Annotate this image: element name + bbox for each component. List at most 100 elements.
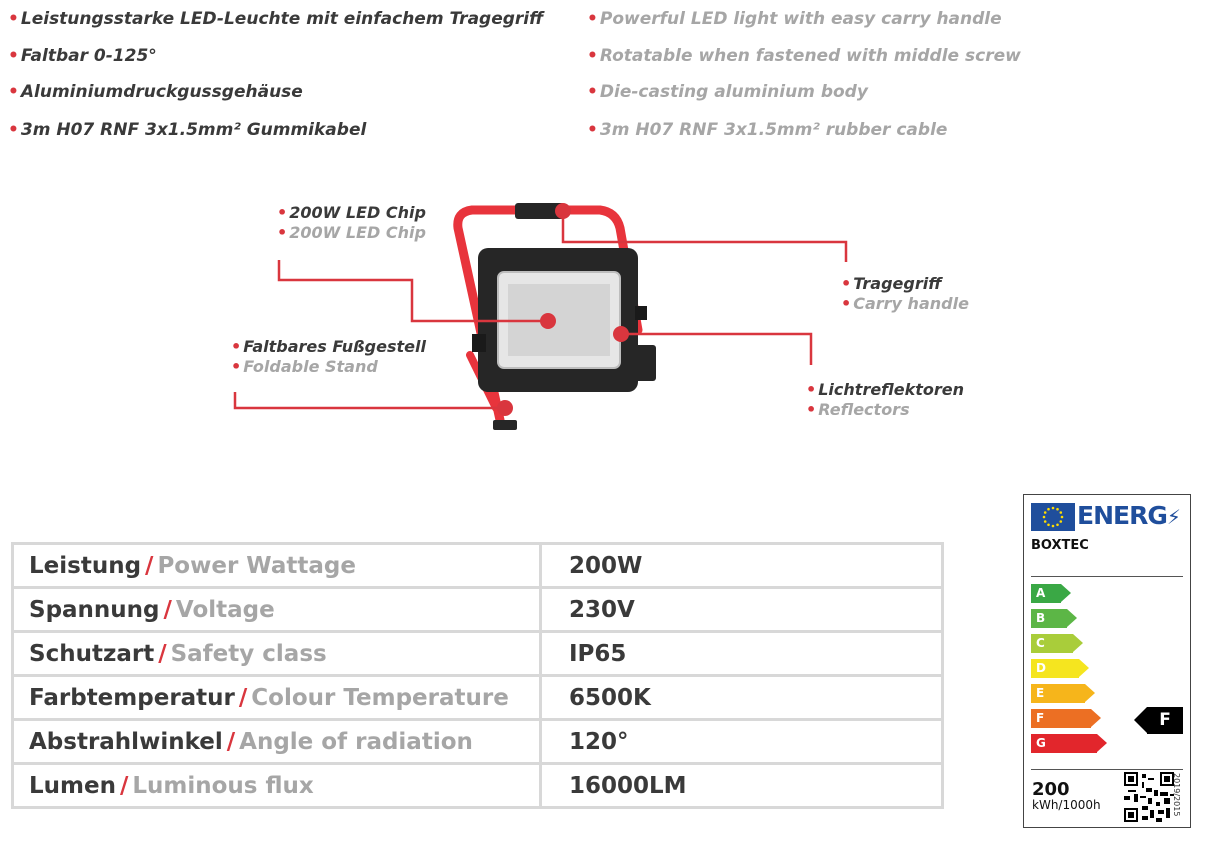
bullet-dot-icon: • — [587, 82, 598, 102]
spec-label: Abstrahlwinkel/Angle of radiation — [11, 718, 542, 765]
bullet-dot-icon: • — [806, 380, 817, 399]
feature-en-4: •3m H07 RNF 3x1.5mm² rubber cable — [587, 120, 947, 140]
callout-line-reflectors — [621, 332, 813, 365]
spec-label-en: Voltage — [175, 596, 275, 623]
spec-value: 6500K — [539, 674, 944, 721]
callout-stand: •Faltbares Fußgestell •Foldable Stand — [231, 337, 426, 377]
bullet-dot-icon: • — [841, 274, 852, 293]
feature-de-4-text: 3m H07 RNF 3x1.5mm² Gummikabel — [20, 120, 367, 140]
spec-label-en: Power Wattage — [157, 552, 356, 579]
bullet-dot-icon: • — [587, 46, 598, 66]
spec-separator: / — [226, 728, 236, 755]
callout-chip-en: 200W LED Chip — [289, 223, 426, 242]
energy-label-title: ENERG⚡ — [1077, 501, 1181, 530]
bullet-dot-icon: • — [8, 46, 19, 66]
spec-value: 200W — [539, 542, 944, 589]
callout-stand-de: Faltbares Fußgestell — [243, 337, 426, 356]
callout-handle-en: Carry handle — [853, 294, 969, 313]
spec-label-de: Farbtemperatur — [29, 684, 235, 711]
feature-en-2-text: Rotatable when fastened with middle scre… — [599, 46, 1021, 66]
callout-line-stand — [233, 392, 505, 410]
energy-class-b: B — [1031, 609, 1077, 628]
energy-regulation: 2019/2015 — [1172, 773, 1181, 817]
energy-class-e: E — [1031, 684, 1095, 703]
chip-marker — [540, 313, 556, 329]
feature-de-3-text: Aluminiumdruckgussgehäuse — [20, 82, 303, 102]
energy-rating-badge: F — [1134, 707, 1183, 734]
energy-class-c: C — [1031, 634, 1083, 653]
energy-consumption-value: 200 — [1032, 779, 1070, 800]
energy-class-a: A — [1031, 584, 1071, 603]
energy-class-d: D — [1031, 659, 1089, 678]
spec-label: Leistung/Power Wattage — [11, 542, 542, 589]
bullet-dot-icon: • — [8, 9, 19, 29]
spec-label: Farbtemperatur/Colour Temperature — [11, 674, 542, 721]
energy-label-divider-top — [1031, 576, 1183, 577]
feature-en-1-text: Powerful LED light with easy carry handl… — [599, 9, 1002, 29]
feature-en-1: •Powerful LED light with easy carry hand… — [587, 9, 1002, 29]
energy-class-g: G — [1031, 734, 1107, 753]
callout-reflectors: •Lichtreflektoren •Reflectors — [806, 380, 964, 420]
energy-label-divider-bottom — [1031, 769, 1183, 770]
stand-marker — [497, 400, 513, 416]
spec-value: 120° — [539, 718, 944, 765]
floodlight-illustration — [233, 203, 848, 430]
spec-label-de: Abstrahlwinkel — [29, 728, 223, 755]
spec-separator: / — [158, 640, 167, 667]
feature-en-3: •Die-casting aluminium body — [587, 82, 868, 102]
spec-label-en: Colour Temperature — [251, 684, 509, 711]
feature-en-4-text: 3m H07 RNF 3x1.5mm² rubber cable — [599, 120, 948, 140]
callout-reflectors-en: Reflectors — [818, 400, 910, 419]
spec-label: Lumen/Luminous flux — [11, 762, 542, 809]
spec-label: Spannung/Voltage — [11, 586, 542, 633]
spec-label-en: Luminous flux — [132, 772, 314, 799]
bullet-dot-icon: • — [231, 337, 242, 356]
callout-chip: •200W LED Chip •200W LED Chip — [277, 203, 426, 243]
spec-value: IP65 — [539, 630, 944, 677]
callout-stand-en: Foldable Stand — [243, 357, 378, 376]
feature-de-1-text: Leistungsstarke LED-Leuchte mit einfache… — [20, 9, 544, 29]
energy-label-brand: BOXTEC — [1031, 538, 1089, 553]
bullet-dot-icon: • — [587, 9, 598, 29]
spec-label-de: Lumen — [29, 772, 116, 799]
feature-de-4: •3m H07 RNF 3x1.5mm² Gummikabel — [8, 120, 366, 140]
left-knob — [472, 334, 486, 352]
bullet-dot-icon: • — [277, 223, 288, 242]
qr-code-icon — [1124, 772, 1174, 822]
feature-de-2: •Faltbar 0-125° — [8, 46, 157, 66]
bullet-dot-icon: • — [8, 82, 19, 102]
bullet-dot-icon: • — [587, 120, 598, 140]
spec-label-en: Safety class — [170, 640, 327, 667]
lightning-icon: ⚡ — [1166, 505, 1181, 529]
energy-title-text: ENERG — [1077, 501, 1168, 530]
bullet-dot-icon: • — [231, 357, 242, 376]
spec-label-de: Leistung — [29, 552, 142, 579]
feature-en-3-text: Die-casting aluminium body — [599, 82, 868, 102]
feature-de-2-text: Faltbar 0-125° — [20, 46, 157, 66]
spec-label-de: Schutzart — [29, 640, 155, 667]
right-knob — [635, 306, 647, 320]
callout-handle: •Tragegriff •Carry handle — [841, 274, 969, 314]
spec-label-en: Angle of radiation — [239, 728, 473, 755]
bullet-dot-icon: • — [806, 400, 817, 419]
spec-label-de: Spannung — [29, 596, 160, 623]
bullet-dot-icon: • — [841, 294, 852, 313]
callout-reflectors-de: Lichtreflektoren — [818, 380, 965, 399]
callout-line-handle — [561, 212, 848, 262]
spec-separator: / — [163, 596, 172, 623]
handle-grip — [515, 203, 565, 219]
stand-frame-left — [453, 205, 525, 425]
spec-label: Schutzart/Safety class — [11, 630, 542, 677]
spec-value: 230V — [539, 586, 944, 633]
stand-frame-right — [560, 205, 643, 335]
right-foot — [632, 345, 656, 381]
feature-en-2: •Rotatable when fastened with middle scr… — [587, 46, 1021, 66]
